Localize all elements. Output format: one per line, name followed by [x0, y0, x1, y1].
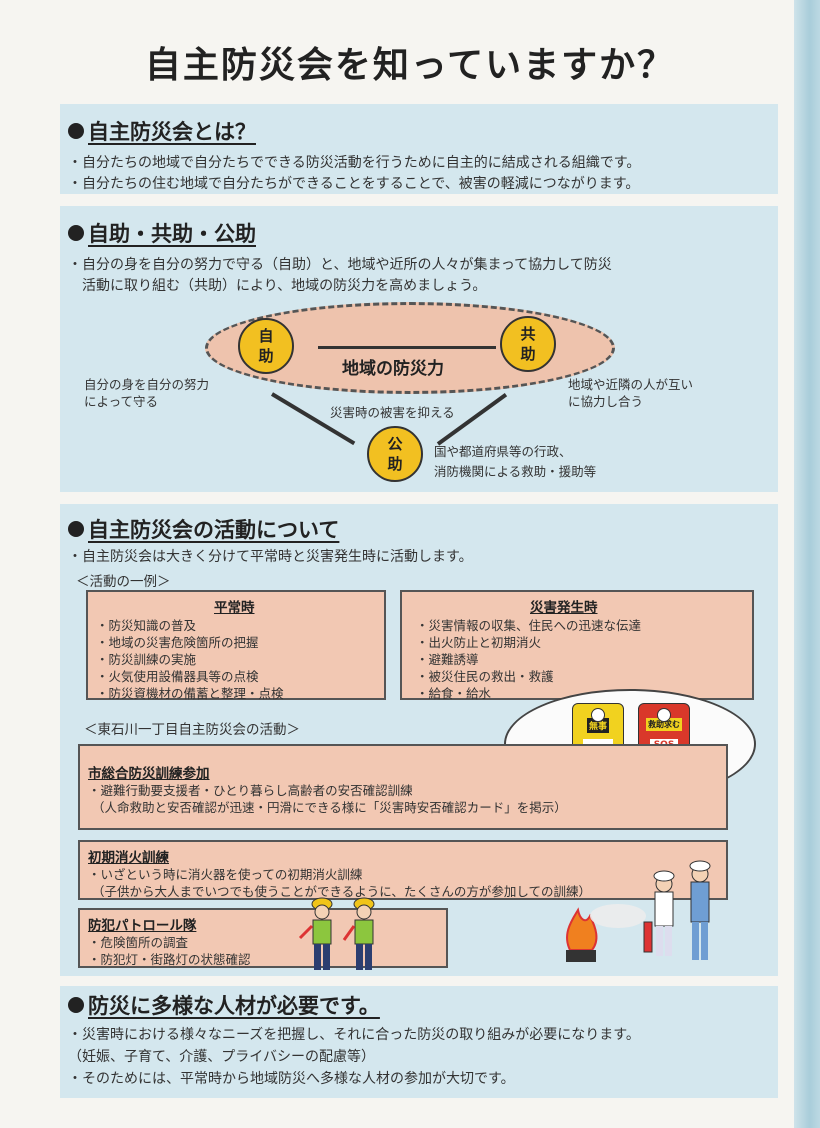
bullet-dot-icon — [68, 997, 84, 1013]
section-self-mutual-public-help: 自助・共助・公助 ・自分の身を自分の努力で守る（自助）と、地域や近所の人々が集ま… — [60, 206, 778, 492]
fire-drill-title: 初期消火訓練 — [88, 850, 169, 866]
city-drill-title: 市総合防災訓練参加 — [88, 766, 210, 782]
section-heading: 自主防災会とは？ — [68, 116, 256, 146]
bullet-dot-icon — [68, 521, 84, 537]
about-line-2: ・自分たちの住む地域で自分たちができることをすることで、被害の軽減につながります… — [68, 176, 640, 192]
disaster-time-title: 災害発生時 — [530, 600, 598, 616]
section-about: 自主防災会とは？ ・自分たちの地域で自分たちでできる防災活動を行うために自主的に… — [60, 104, 778, 194]
fire-drill-item: （子供から大人までいつでも使うことができるように、たくさんの方が参加しての訓練） — [92, 884, 592, 899]
patrol-box: 防犯パトロール隊 ・危険箇所の調査 ・防犯灯・街路灯の状態確認 — [78, 908, 448, 968]
section-heading: 防災に多様な人材が必要です。 — [68, 990, 380, 1020]
disaster-item: ・被災住民の救出・救護 — [416, 669, 554, 684]
normal-time-title: 平常時 — [214, 600, 255, 616]
talent-line-1: ・災害時における様々なニーズを把握し、それに合った防災の取り組みが必要になります… — [68, 1027, 640, 1043]
patrol-title: 防犯パトロール隊 — [88, 918, 197, 934]
center-label: 地域の防災力 — [342, 359, 444, 379]
kyojo-circle: 共 助 — [500, 316, 556, 372]
bottom-note: 災害時の被害を抑える — [330, 405, 455, 420]
right-edge-strip — [794, 0, 820, 1128]
disaster-item: ・出火防止と初期消火 — [416, 635, 542, 650]
city-drill-item: （人命救助と安否確認が迅速・円滑にできる様に「災害時安否確認カード」を掲示） — [92, 800, 567, 815]
disaster-item: ・災害情報の収集、住民への迅速な伝達 — [416, 618, 642, 633]
kojo-note: 国や都道府県等の行政、 消防機関による救助・援助等 — [434, 444, 597, 479]
fire-drill-item: ・いざという時に消火器を使っての初期消火訓練 — [88, 867, 363, 882]
normal-item: ・地域の災害危険箇所の把握 — [96, 635, 259, 650]
jijo-circle: 自 助 — [238, 318, 294, 374]
disaster-item: ・避難誘導 — [416, 652, 479, 667]
talent-line-2: （妊娠、子育て、介護、プライバシーの配慮等） — [68, 1049, 376, 1065]
kojo-circle: 公 助 — [367, 426, 423, 482]
bullet-dot-icon — [68, 123, 84, 139]
section-activities: 自主防災会の活動について ・自主防災会は大きく分けて平常時と災害発生時に活動しま… — [60, 504, 778, 976]
patrol-item: ・防犯灯・街路灯の状態確認 — [88, 952, 251, 967]
local-activities-label: ＜東石川一丁目自主防災会の活動＞ — [84, 722, 300, 738]
ellipse-bar — [318, 346, 496, 349]
fire-extinguisher-illustration — [566, 860, 711, 962]
bullet-dot-icon — [68, 225, 84, 241]
patrol-item: ・危険箇所の調査 — [88, 935, 189, 950]
city-drill-item: ・避難行動要支援者・ひとり暮らし高齢者の安否確認訓練 — [88, 783, 413, 798]
right-note: 地域や近隣の人が互い に協力し合う — [568, 377, 694, 409]
disaster-item: ・給食・給水 — [416, 686, 492, 701]
section-diverse-talent: 防災に多様な人材が必要です。 ・災害時における様々なニーズを把握し、それに合った… — [60, 986, 778, 1098]
normal-item: ・火気使用設備器具等の点検 — [96, 669, 259, 684]
example-label: ＜活動の一例＞ — [76, 574, 171, 590]
disaster-time-box: 災害発生時 ・災害情報の収集、住民への迅速な伝達 ・出火防止と初期消火 ・避難誘… — [400, 590, 754, 701]
normal-item: ・防災訓練の実施 — [96, 652, 197, 667]
normal-item: ・防災資機材の備蓄と整理・点検 — [96, 686, 284, 701]
fire-drill-box: 初期消火訓練 ・いざという時に消火器を使っての初期消火訓練 （子供から大人までい… — [78, 840, 728, 900]
section-heading: 自主防災会の活動について — [68, 514, 339, 544]
page-title: 自主防災会を知っていますか？ — [144, 45, 676, 86]
talent-line-3: ・そのためには、平常時から地域防災へ多様な人材の参加が大切です。 — [68, 1071, 515, 1087]
normal-item: ・防災知識の普及 — [96, 618, 197, 633]
normal-time-box: 平常時 ・防災知識の普及 ・地域の災害危険箇所の把握 ・防災訓練の実施 ・火気使… — [86, 590, 386, 701]
city-drill-box: 市総合防災訓練参加 ・避難行動要支援者・ひとり暮らし高齢者の安否確認訓練 （人命… — [78, 744, 728, 830]
activities-intro: ・自主防災会は大きく分けて平常時と災害発生時に活動します。 — [68, 549, 473, 565]
about-line-1: ・自分たちの地域で自分たちでできる防災活動を行うために自主的に結成される組織です… — [68, 155, 641, 171]
help-line-1: ・自分の身を自分の努力で守る（自助）と、地域や近所の人々が集まって協力して防災 — [68, 257, 612, 273]
section-heading: 自助・共助・公助 — [68, 218, 256, 248]
help-line-2: 活動に取り組む（共助）により、地域の防災力を高めましょう。 — [82, 278, 487, 294]
patrol-figures-illustration — [298, 897, 375, 970]
left-note: 自分の身を自分の努力 によって守る — [84, 377, 210, 409]
